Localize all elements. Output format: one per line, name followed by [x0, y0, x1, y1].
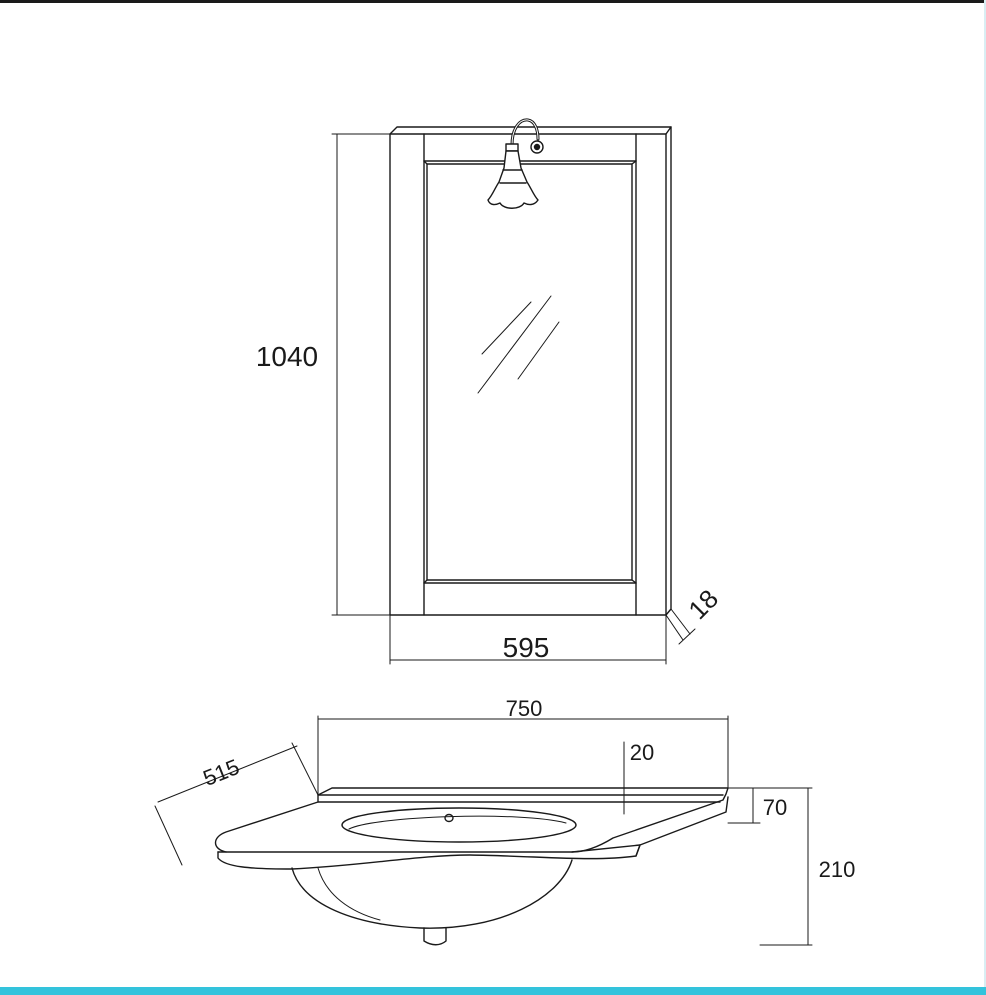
lamp-icon	[487, 118, 544, 209]
mirror-frame-outer	[389, 133, 667, 616]
mirror-reflection-lines	[477, 295, 560, 394]
dimension-basin-width	[317, 715, 729, 796]
basin-overflow-hole	[444, 813, 454, 823]
dimension-basin-edge-height	[727, 787, 761, 824]
label-mirror-height: 1040	[256, 341, 318, 372]
bottom-accent-bar	[0, 987, 986, 995]
right-border	[984, 0, 986, 995]
basin-front-edge	[217, 796, 729, 870]
mirror-glass	[426, 163, 633, 581]
label-basin-width: 750	[506, 696, 543, 721]
mirror-frame-side-face	[665, 126, 672, 616]
mirror-frame-top-face	[389, 126, 672, 135]
dimension-mirror-depth	[665, 608, 696, 645]
basin-drain	[423, 927, 447, 946]
label-mirror-depth: 18	[682, 583, 724, 625]
dimension-basin-top-thickness	[611, 741, 637, 815]
label-mirror-width: 595	[503, 632, 550, 663]
dimension-basin-depth	[154, 742, 319, 866]
top-border	[0, 0, 986, 3]
label-basin-depth: 515	[199, 754, 242, 791]
dimension-mirror-height	[331, 133, 391, 616]
label-basin-total-height: 210	[819, 857, 856, 882]
basin-bowl	[291, 859, 573, 929]
label-basin-edge-height: 70	[763, 795, 787, 820]
basin	[214, 787, 729, 946]
mirror	[389, 118, 672, 616]
basin-bowl-opening	[341, 807, 577, 843]
dimension-basin-total-height	[759, 787, 813, 946]
dimension-mirror-width	[389, 614, 667, 665]
label-basin-top-thickness: 20	[630, 740, 654, 765]
